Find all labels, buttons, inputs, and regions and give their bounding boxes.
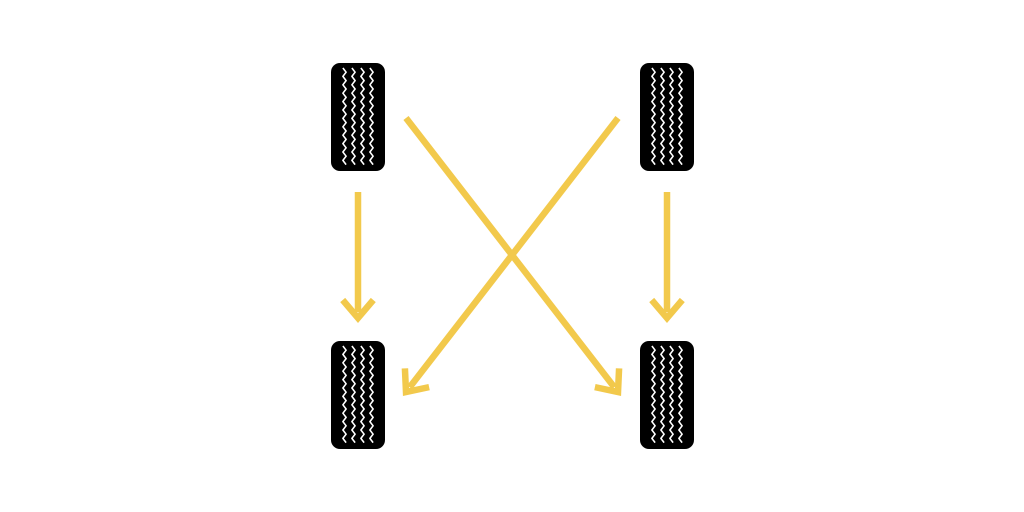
tread-groove xyxy=(678,345,683,444)
tread-groove xyxy=(660,345,665,444)
tire-rear-left xyxy=(331,341,385,449)
tread-groove xyxy=(369,67,374,166)
tread-groove xyxy=(678,67,683,166)
tread-groove xyxy=(669,67,674,166)
arrow-shaft xyxy=(407,116,621,390)
tire-icon xyxy=(640,341,694,449)
tread-groove xyxy=(669,345,674,444)
arrow-front-left-to-rear-left xyxy=(340,192,376,324)
arrow-head-icon xyxy=(401,368,430,396)
tread-groove xyxy=(360,67,365,166)
tread-groove xyxy=(360,345,365,444)
tire-front-left xyxy=(331,63,385,171)
arrow-head-icon xyxy=(340,297,376,324)
tire-icon xyxy=(640,63,694,171)
tire-front-right xyxy=(640,63,694,171)
arrow-head-icon xyxy=(649,297,685,324)
tread-groove xyxy=(651,67,656,166)
tread-groove xyxy=(342,345,347,444)
tread-groove xyxy=(351,67,356,166)
tread-groove xyxy=(660,67,665,166)
tire-icon xyxy=(331,341,385,449)
tread-groove xyxy=(342,67,347,166)
tread-groove xyxy=(351,345,356,444)
tread-groove xyxy=(651,345,656,444)
arrow-front-right-to-rear-left xyxy=(401,116,621,396)
tire-rear-right xyxy=(640,341,694,449)
arrow-head-icon xyxy=(594,368,623,396)
tread-groove xyxy=(369,345,374,444)
tire-icon xyxy=(331,63,385,171)
arrow-front-right-to-rear-right xyxy=(649,192,685,324)
